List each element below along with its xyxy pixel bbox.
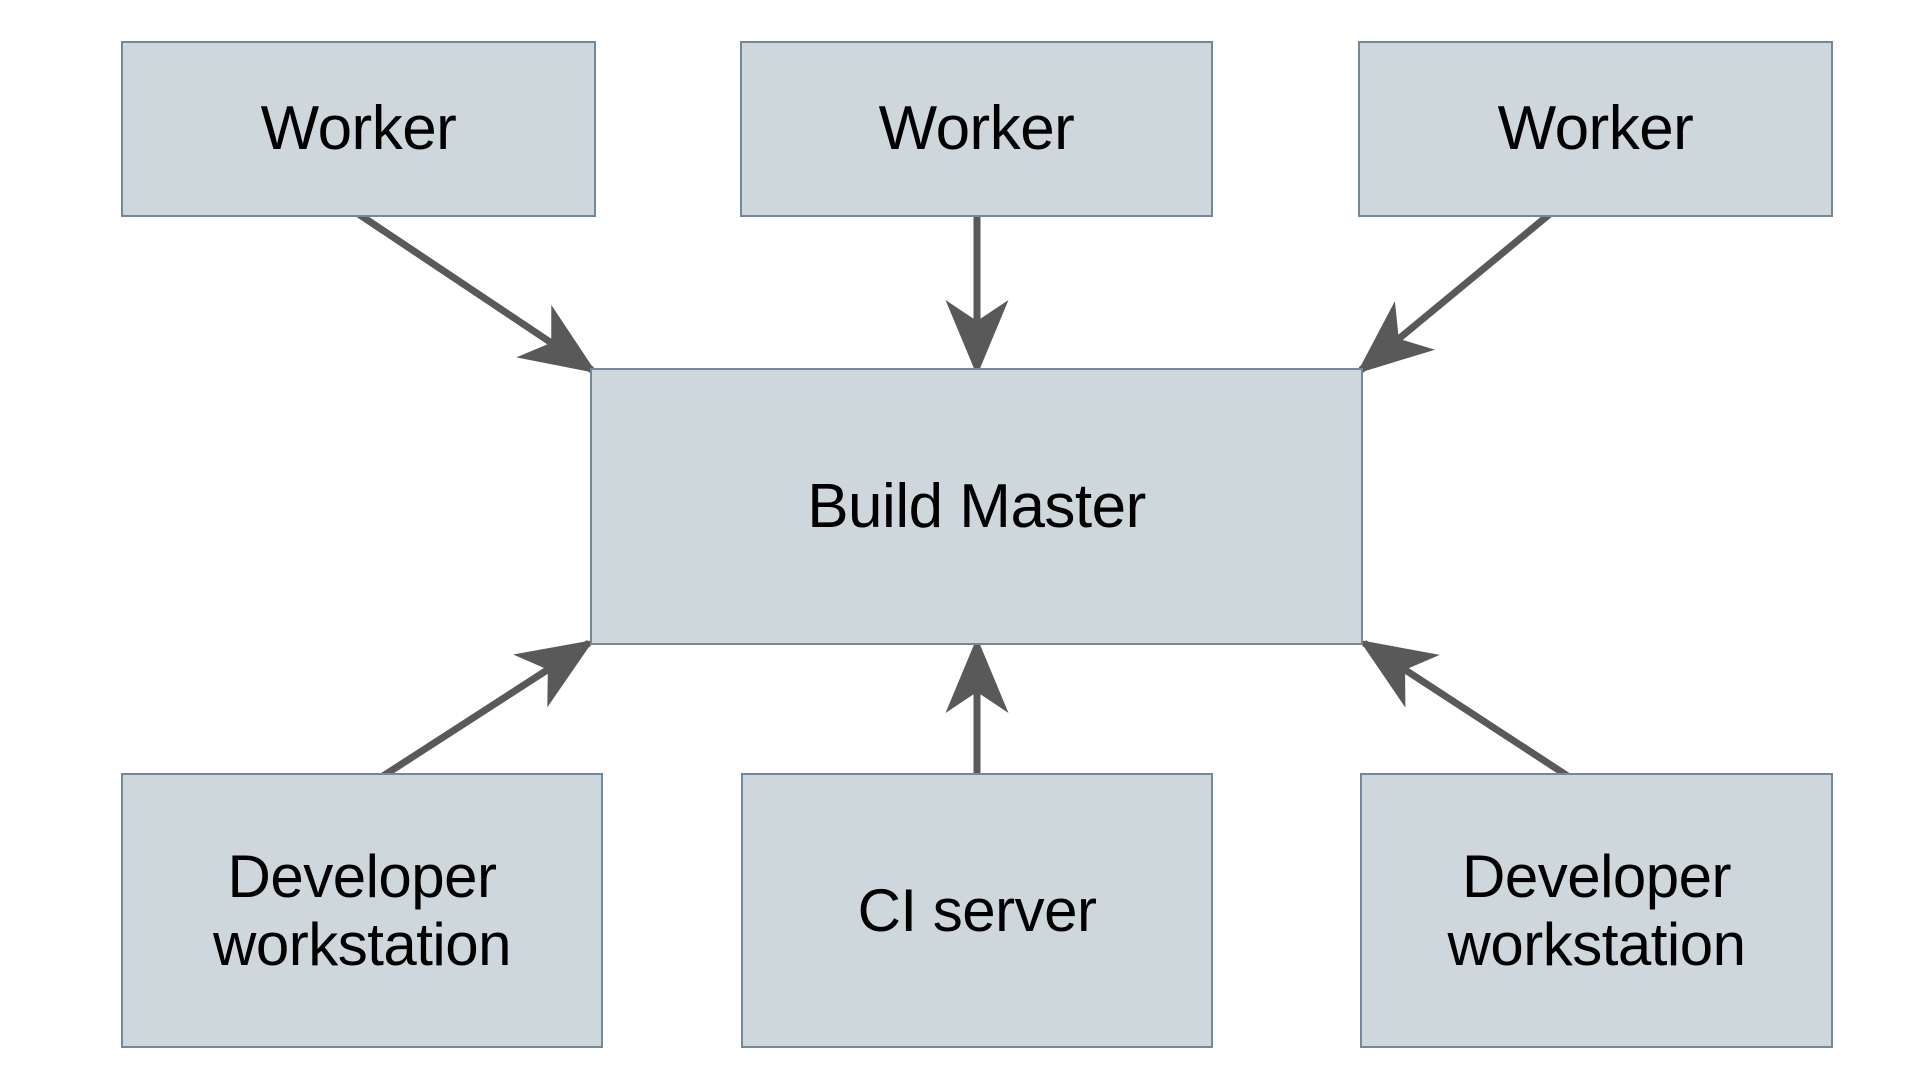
node-worker-top-right[interactable]: Worker: [1358, 41, 1833, 217]
node-label: Worker: [878, 94, 1075, 164]
node-developer-workstation-left[interactable]: Developer workstation: [121, 773, 603, 1048]
node-worker-top-left[interactable]: Worker: [121, 41, 596, 217]
node-developer-workstation-right[interactable]: Developer workstation: [1360, 773, 1833, 1048]
node-label: CI server: [857, 876, 1097, 944]
node-label: Developer workstation: [213, 843, 511, 978]
node-worker-top-middle[interactable]: Worker: [740, 41, 1213, 217]
node-label: Worker: [260, 94, 457, 164]
node-label: Build Master: [807, 471, 1146, 541]
node-label: Worker: [1497, 94, 1694, 164]
node-ci-server[interactable]: CI server: [741, 773, 1213, 1048]
node-label: Developer workstation: [1447, 843, 1746, 978]
node-build-master[interactable]: Build Master: [590, 368, 1363, 645]
